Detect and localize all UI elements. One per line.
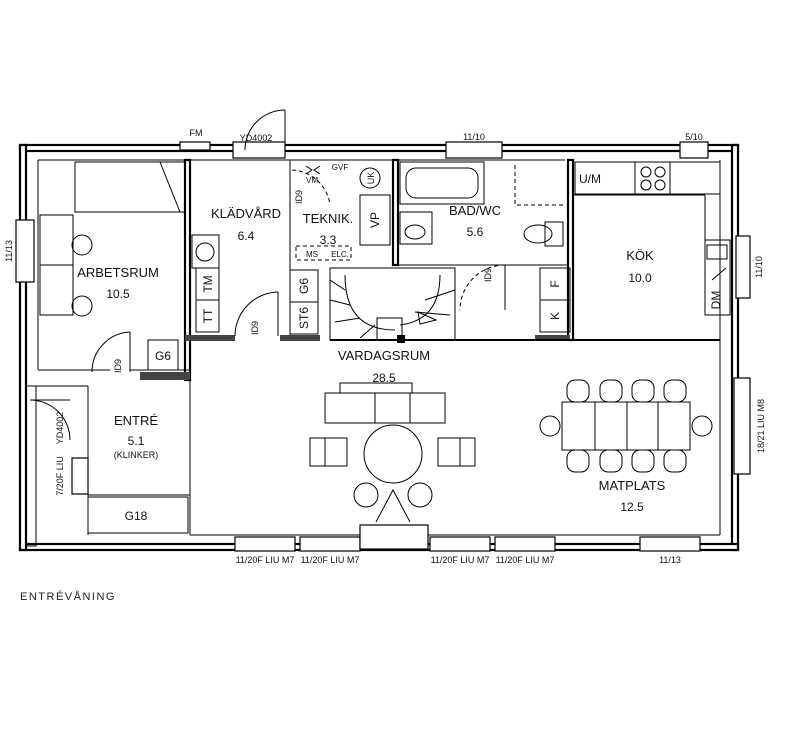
- window-bottom-4: [494, 536, 556, 552]
- floor-caption: ENTRÉVÅNING: [20, 590, 116, 603]
- entre-furniture: [87, 339, 189, 534]
- window-label-bottom-4: 11/20F LIU M7: [496, 555, 555, 565]
- window-bottom-5: [639, 536, 701, 552]
- room-teknik-name: TEKNIK.: [303, 211, 354, 226]
- fixture-vm: VM: [306, 176, 318, 185]
- fixture-gvf: GVF: [332, 163, 349, 172]
- arbetsrum-furniture: [39, 161, 186, 317]
- fixture-ms: MS: [306, 250, 318, 259]
- room-entre-area: 5.1: [128, 434, 145, 448]
- door-id9-entre: ID9: [113, 359, 123, 373]
- fixture-um: U/M: [579, 172, 601, 186]
- window-label-right-kok: 11/10: [754, 256, 764, 278]
- room-vardagsrum-area: 28.5: [372, 371, 396, 385]
- fixture-st6: ST6: [297, 307, 311, 329]
- room-badwc-area: 5.6: [467, 225, 484, 239]
- window-label-top-kok: 5/10: [685, 132, 703, 142]
- matplats-furniture: [539, 379, 713, 473]
- door-yd4002-top: YD4002: [240, 133, 273, 143]
- window-bottom-door: [359, 524, 429, 550]
- windows: [15, 141, 751, 552]
- fixture-f: F: [548, 280, 562, 287]
- room-vardagsrum-name: VARDAGSRUM: [338, 348, 430, 363]
- room-teknik-area: 3.3: [320, 233, 337, 247]
- fixture-elc: ELC.: [331, 250, 349, 259]
- doors: [29, 109, 506, 441]
- room-badwc-name: BAD/WC: [449, 203, 501, 218]
- room-kok-area: 10.0: [628, 271, 652, 285]
- fixture-g6-teknik: G6: [297, 278, 311, 294]
- window-left-arbetsrum: [15, 219, 35, 283]
- window-top-kladvard: [232, 141, 286, 159]
- window-bottom-1: [234, 536, 296, 552]
- window-top-kok: [679, 141, 709, 159]
- window-label-bottom-5: 11/13: [659, 555, 681, 565]
- room-matplats-area: 12.5: [620, 500, 644, 514]
- door-id9-kladvard: ID9: [250, 321, 260, 335]
- fixture-k: K: [548, 312, 562, 320]
- room-kladvard-name: KLÄDVÅRD: [211, 206, 281, 221]
- window-label-bottom-3: 11/20F LIU M7: [431, 555, 490, 565]
- window-right-matplats: [733, 377, 751, 475]
- door-yd4002-left: YD4002: [55, 412, 65, 445]
- teknik-fixtures: [289, 165, 391, 335]
- window-top-bad: [445, 141, 503, 159]
- window-label-left-entre: 7/20F LIU: [55, 456, 65, 496]
- window-left-entre: [71, 457, 89, 495]
- window-bottom-2: [299, 536, 361, 552]
- window-label-top-bad: 11/10: [463, 132, 485, 142]
- door-id9-bad: ID9: [483, 268, 493, 282]
- window-right-kok: [735, 235, 751, 299]
- room-arbetsrum-name: ARBETSRUM: [77, 265, 159, 280]
- fixture-vp: VP: [368, 212, 382, 228]
- fixture-uk: UK: [366, 172, 376, 185]
- window-bottom-3: [429, 536, 491, 552]
- room-entre-note: (KLINKER): [114, 450, 159, 460]
- fixture-dm: DM: [709, 291, 723, 310]
- room-matplats-name: MATPLATS: [599, 478, 666, 493]
- window-label-right-matplats: 18/21 LIU M8: [756, 399, 766, 453]
- kok-fixtures: [539, 161, 731, 333]
- fixture-tm: TM: [201, 275, 215, 292]
- window-label-bottom-1: 11/20F LIU M7: [236, 555, 295, 565]
- room-kok-name: KÖK: [626, 248, 654, 263]
- fixture-g6-entre: G6: [155, 349, 171, 363]
- vardagsrum-furniture: [309, 382, 476, 523]
- kladvard-fixtures: [191, 234, 220, 333]
- fixture-g18: G18: [125, 509, 148, 523]
- window-label-bottom-2: 11/20F LIU M7: [301, 555, 360, 565]
- room-kladvard-area: 6.4: [238, 229, 255, 243]
- window-fm: [179, 141, 211, 151]
- staircase: [329, 267, 456, 343]
- window-label-fm: FM: [190, 128, 203, 138]
- bad-fixtures: [399, 161, 565, 247]
- room-arbetsrum-area: 10.5: [106, 287, 130, 301]
- door-id9-teknik: ID9: [294, 190, 304, 204]
- fixture-tt: TT: [201, 308, 215, 323]
- window-label-left-arbetsrum: 11/13: [4, 240, 14, 262]
- room-entre-name: ENTRÉ: [114, 413, 158, 428]
